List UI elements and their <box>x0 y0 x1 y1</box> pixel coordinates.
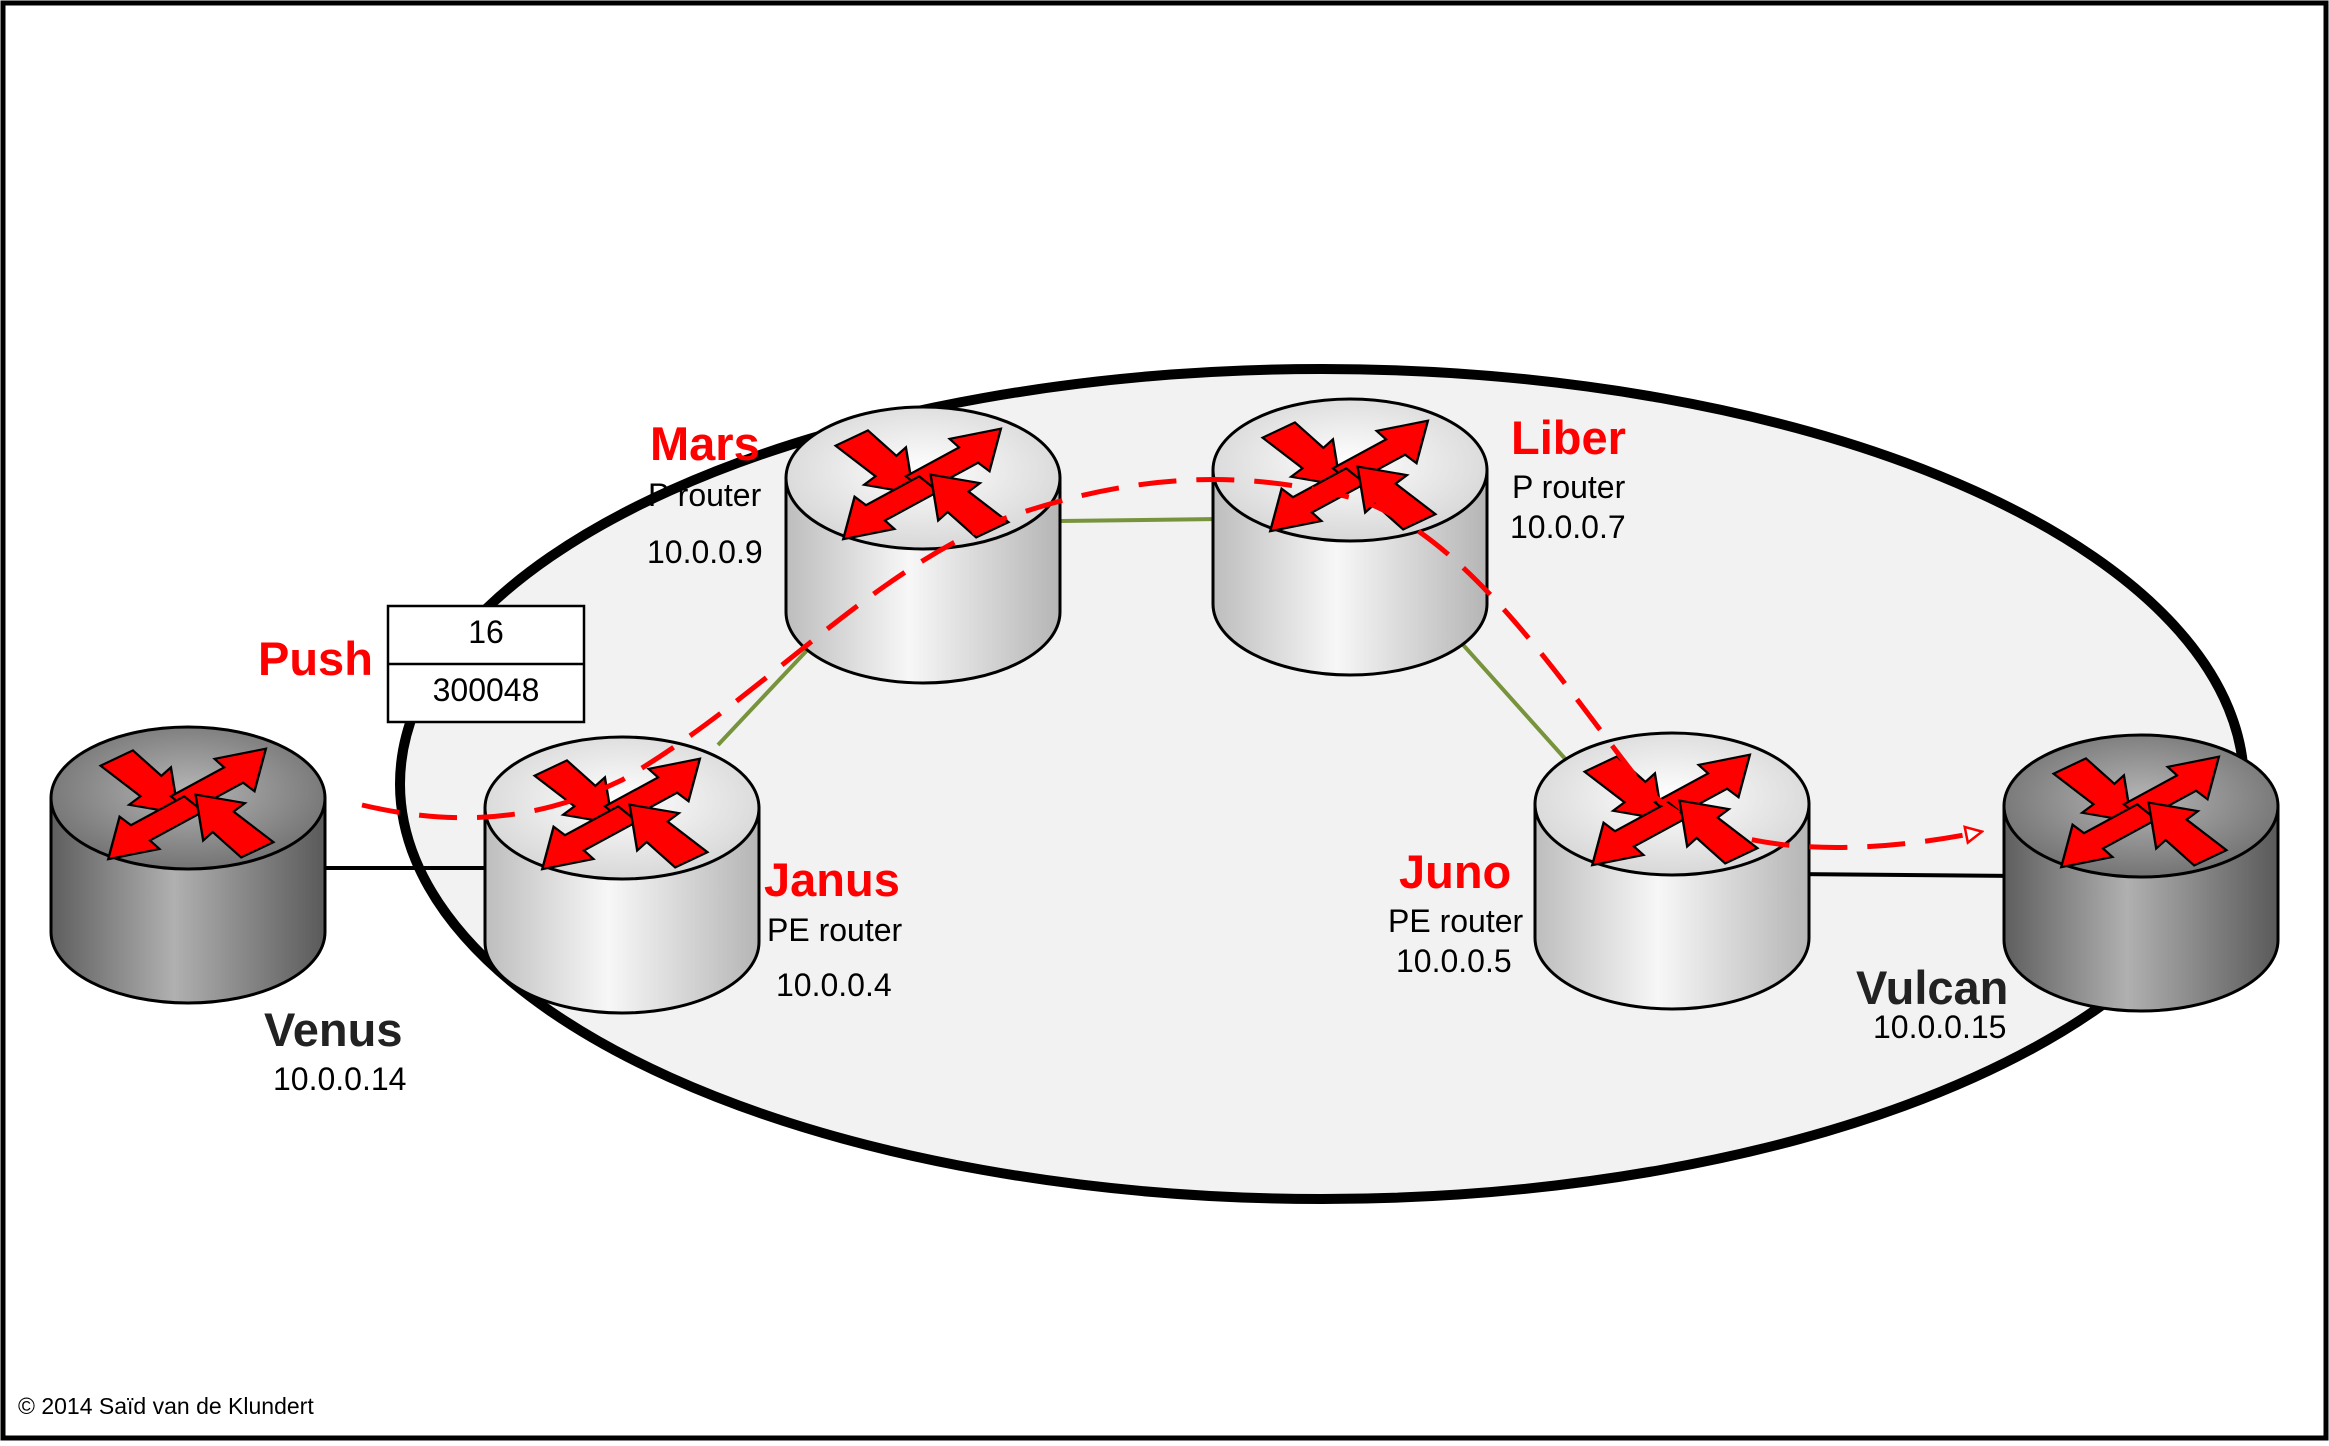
liber-role: P router <box>1512 469 1626 505</box>
router-juno-icon[interactable] <box>1533 731 1811 1011</box>
copyright-text: © 2014 Saïd van de Klundert <box>18 1393 314 1419</box>
link-liber-juno <box>1446 626 1570 764</box>
router-liber-icon[interactable] <box>1211 397 1489 677</box>
label-stack-top: 16 <box>468 614 504 650</box>
link-mars-liber <box>1059 517 1221 523</box>
liber-ip: 10.0.0.7 <box>1510 509 1626 545</box>
router-venus-icon[interactable] <box>49 725 327 1005</box>
liber-name: Liber <box>1511 411 1626 464</box>
janus-role: PE router <box>767 912 903 948</box>
juno-ip: 10.0.0.5 <box>1396 943 1512 979</box>
label-action: Push <box>258 632 373 685</box>
venus-ip: 10.0.0.14 <box>273 1061 406 1097</box>
vulcan-name: Vulcan <box>1856 961 2008 1014</box>
juno-name: Juno <box>1399 845 1511 898</box>
router-vulcan-icon[interactable] <box>2002 733 2280 1013</box>
lsp-path-arrow <box>361 477 1980 850</box>
janus-ip: 10.0.0.4 <box>776 967 892 1003</box>
mars-ip: 10.0.0.9 <box>647 534 763 570</box>
label-stack: 16 300048 <box>386 604 586 724</box>
janus-name: Janus <box>764 853 900 906</box>
mars-role: P router <box>648 477 762 513</box>
venus-name: Venus <box>264 1003 402 1056</box>
mars-name: Mars <box>650 417 760 470</box>
router-janus-icon[interactable] <box>483 735 761 1015</box>
label-stack-bottom: 300048 <box>433 672 540 708</box>
juno-role: PE router <box>1388 903 1524 939</box>
router-mars-icon[interactable] <box>784 405 1062 685</box>
link-juno-vulcan <box>1789 872 2021 878</box>
vulcan-ip: 10.0.0.15 <box>1873 1009 2006 1045</box>
